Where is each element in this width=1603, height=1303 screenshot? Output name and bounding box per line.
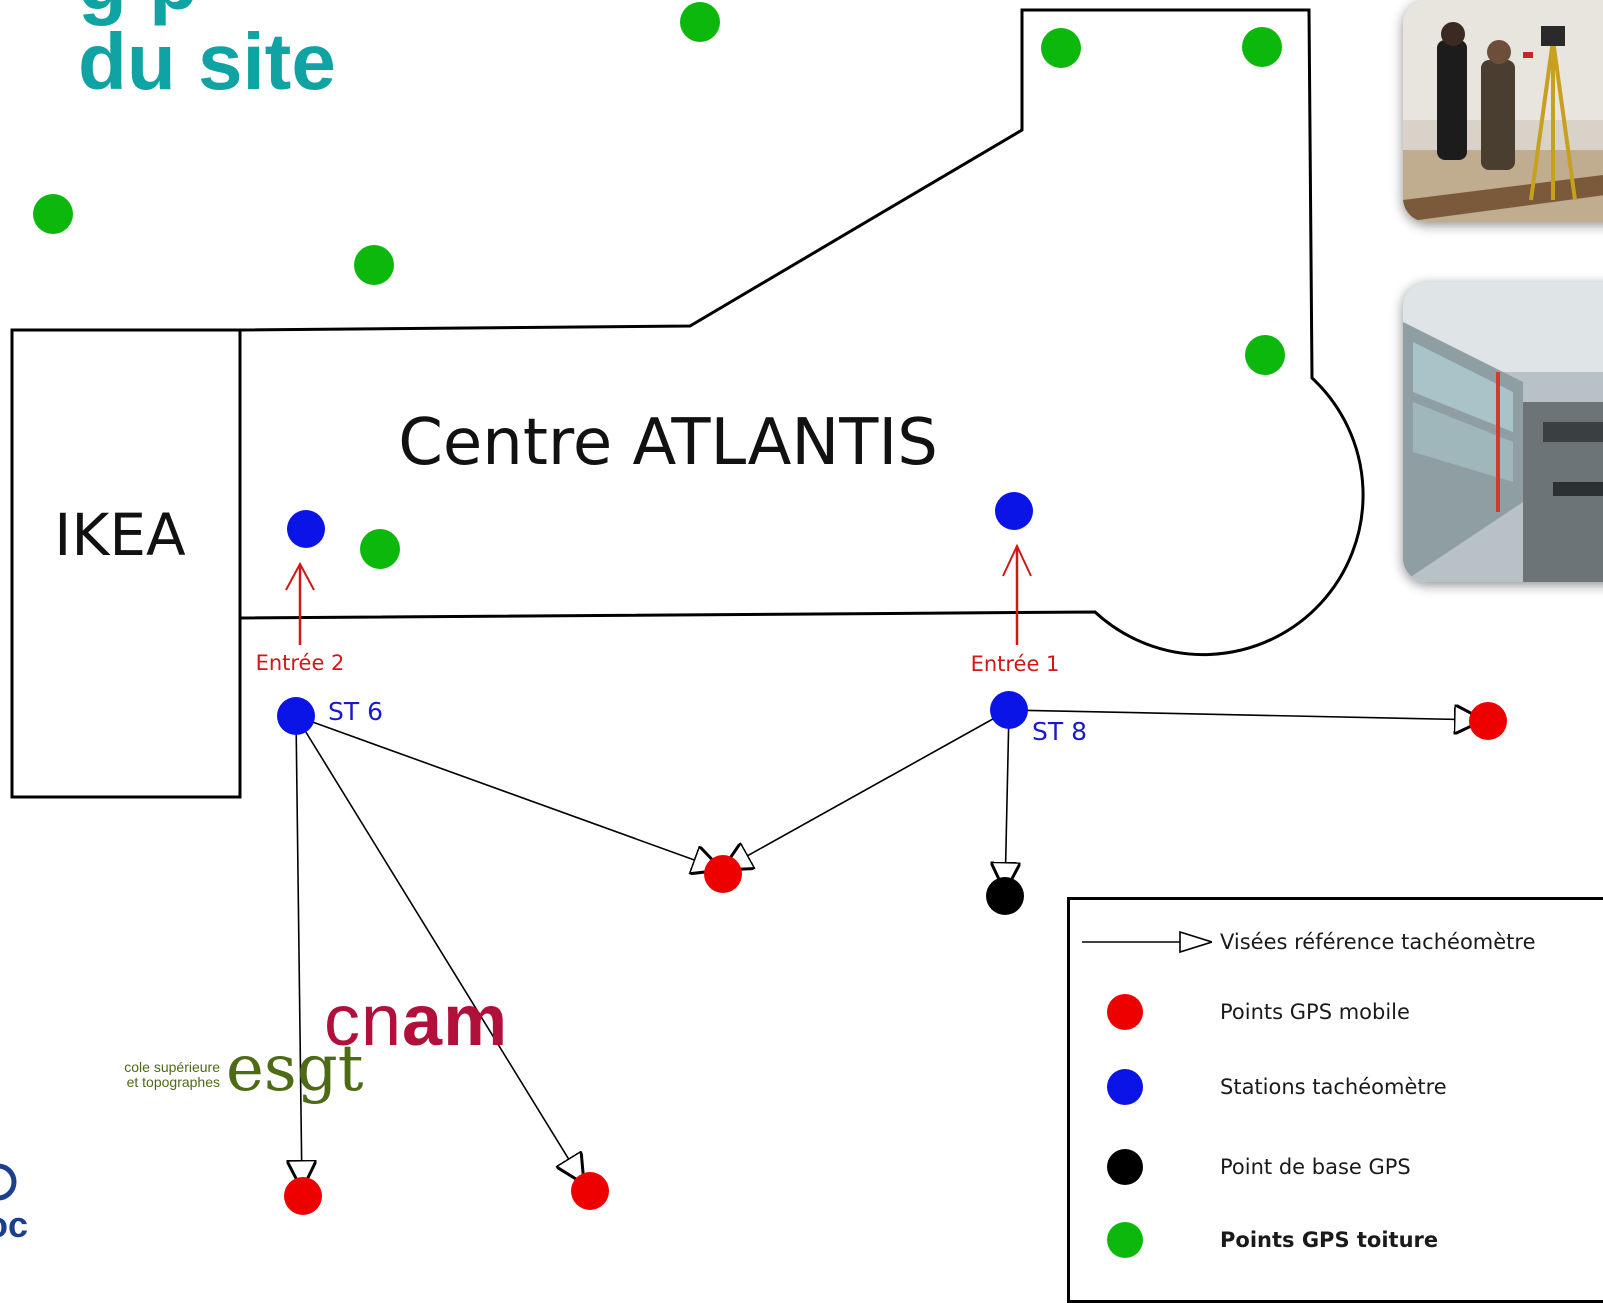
roof-gps-point [1245,335,1285,375]
survey-photo-indoor [1403,0,1603,222]
sight-lines [296,710,1484,1190]
legend-item-gps-mobile: Points GPS mobile [1070,992,1603,1032]
station-st8-label: ST 8 [1032,717,1087,746]
cnam-logo-regular: cn [324,981,403,1061]
roof-gps-point [1041,28,1081,68]
legend-label: Stations tachéomètre [1220,1075,1447,1099]
entrance-2-label: Entrée 2 [256,651,345,675]
sight-st8-to-mobile-4 [1008,710,1484,720]
station-st6-label: ST 6 [328,697,383,726]
ikea-building [10,328,242,799]
partner-logo-mark [0,1163,17,1201]
legend-label: Visées référence tachéomètre [1220,930,1536,954]
mobile-gps-point [284,1177,322,1215]
sight-st6-to-mobile-2 [296,715,302,1190]
page-title-line-2: du site [78,17,336,106]
sight-st6-to-mobile-3 [295,715,584,1184]
legend-item-sight-lines: Visées référence tachéomètre [1070,922,1603,962]
sight-st8-to-mobile-1 [722,709,1010,870]
esgt-tagline-line-2: et topographes [126,1074,220,1090]
roof-gps-points [33,2,1285,569]
roof-gps-point [1242,27,1282,67]
entrance-1-marker: Entrée 1 [971,543,1060,676]
partner-logo-text: oc [0,1204,28,1245]
map-legend: Visées référence tachéomètre Points GPS … [1067,897,1603,1303]
esgt-logo-word: esgt [226,1032,364,1106]
legend-dot-green [1107,1222,1143,1258]
legend-label: Point de base GPS [1220,1155,1411,1179]
roof-gps-point [33,194,73,234]
survey-photo-rooftop [1403,282,1603,582]
legend-label: Points GPS mobile [1220,1000,1410,1024]
entrance-2-marker: Entrée 2 [256,561,345,675]
esgt-logo: cole supérieure et topographes esgt [100,1032,364,1106]
ikea-label: IKEA [54,501,186,569]
cnam-logo: cnam [324,985,508,1057]
page-title-line-1: g p [78,0,336,22]
legend-item-stations: Stations tachéomètre [1070,1067,1603,1107]
page-title: g p du site [78,0,336,102]
mobile-gps-point [571,1172,609,1210]
entrance-1-label: Entrée 1 [971,652,1060,676]
atlantis-building-outline [239,8,1365,657]
legend-label: Points GPS toiture [1220,1228,1439,1252]
building-label: Centre ATLANTIS [398,406,938,480]
roof-gps-point [360,529,400,569]
station-st6 [277,697,315,735]
station-point [287,510,325,548]
gps-base-point [986,877,1024,915]
legend-dot-black [1107,1149,1143,1185]
mobile-gps-point [704,855,742,893]
roof-gps-point [680,2,720,42]
total-stations [277,492,1033,735]
legend-arrow-symbol [1082,930,1212,954]
legend-dot-red [1107,994,1143,1030]
legend-item-gps-base: Point de base GPS [1070,1147,1603,1187]
station-st8 [990,691,1028,729]
legend-dot-blue [1107,1069,1143,1105]
sight-st6-to-mobile-1 [295,715,722,870]
mobile-gps-point [1469,702,1507,740]
cnam-logo-bold: am [402,981,509,1061]
legend-item-gps-roof: Points GPS toiture [1070,1220,1603,1260]
esgt-logo-tagline: cole supérieure et topographes [100,1060,220,1092]
sight-st8-to-base [1005,709,1009,892]
esgt-tagline-line-1: cole supérieure [124,1060,220,1075]
mobile-gps-points [284,702,1507,1215]
roof-gps-point [354,245,394,285]
station-point [995,492,1033,530]
